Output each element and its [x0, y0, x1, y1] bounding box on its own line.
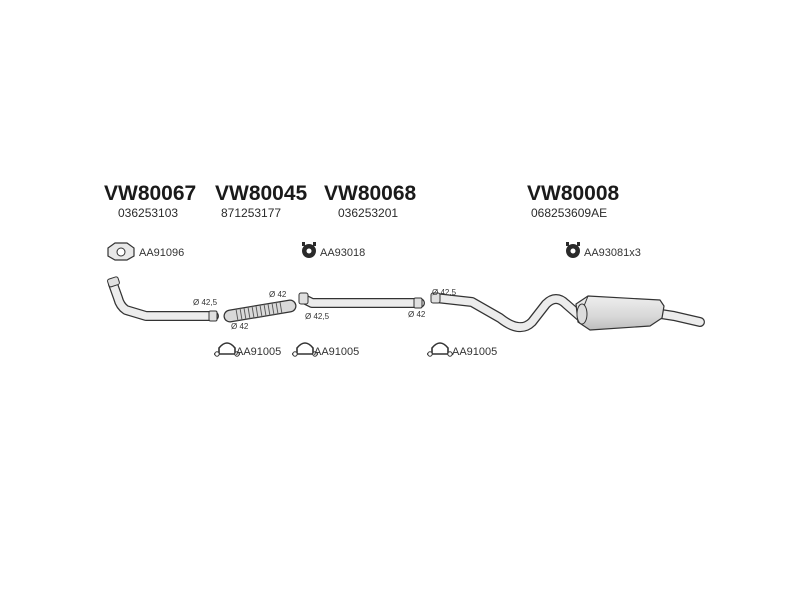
hanger-part-label: AA93018 [320, 247, 366, 259]
rear-silencer-drawing [430, 292, 705, 333]
hanger-part-label: AA93081x3 [584, 247, 641, 259]
clamp-part-label: AA91005 [452, 346, 498, 358]
intermediate-pipe-drawing [298, 292, 425, 309]
rubber-hanger-icon [302, 242, 316, 258]
oem-number-036253201: 036253201 [338, 206, 399, 220]
part-code-vw80008: VW80008 [527, 182, 620, 205]
clamp-icon [214, 342, 240, 357]
rubber-hanger-icon [566, 242, 580, 258]
diameter-label: Ø 42,5 [193, 298, 218, 307]
diameter-label: Ø 42 [269, 290, 287, 299]
front-pipe-drawing [107, 276, 219, 322]
part-code-vw80068: VW80068 [324, 182, 417, 205]
part-code-vw80067: VW80067 [104, 182, 197, 205]
diameter-label: Ø 42,5 [305, 312, 330, 321]
gasket-part-label: AA91096 [139, 247, 185, 259]
clamp-part-label: AA91005 [314, 346, 360, 358]
diameter-label: Ø 42 [231, 322, 249, 331]
gasket-icon [107, 242, 135, 261]
clamp-icon [292, 342, 318, 357]
oem-number-036253103: 036253103 [118, 206, 179, 220]
clamp-icon [427, 342, 453, 357]
diameter-label: Ø 42,5 [432, 288, 457, 297]
diameter-label: Ø 42 [408, 310, 426, 319]
flex-pipe-drawing [223, 299, 297, 323]
oem-number-871253177: 871253177 [221, 206, 282, 220]
part-code-vw80045: VW80045 [215, 182, 308, 205]
oem-number-068253609ae: 068253609AE [531, 206, 608, 220]
clamp-part-label: AA91005 [236, 346, 282, 358]
